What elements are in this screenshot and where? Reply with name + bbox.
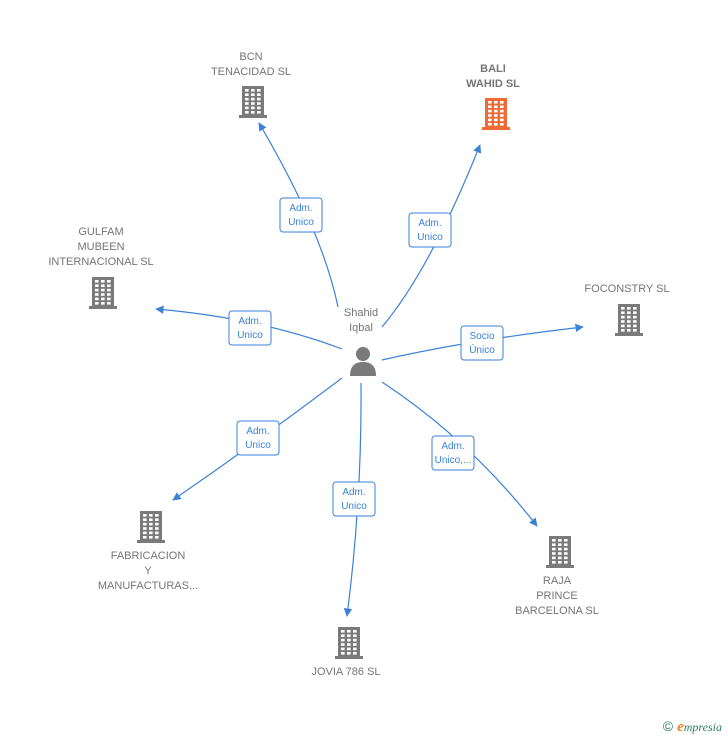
company-label-bali[interactable]: BALI WAHID SL (466, 62, 520, 92)
edge-label-box (431, 435, 475, 471)
edge-label-line: Adm. (441, 441, 464, 452)
edge-label-bali[interactable]: Adm. Unico (408, 212, 452, 248)
company-label-bcn[interactable]: BCN TENACIDAD SL (211, 50, 291, 80)
company-label-line: BARCELONA SL (515, 605, 599, 617)
edge-label-fabricacion[interactable]: Adm. Unico (236, 420, 280, 456)
company-label-line: FOCONSTRY SL (584, 283, 670, 295)
person-icon[interactable] (349, 346, 377, 381)
brand-name: mpresia (683, 720, 722, 734)
company-label-line: MANUFACTURAS... (97, 580, 199, 592)
center-person-name[interactable]: Shahid Iqbal (344, 306, 378, 336)
edge-label-line: Adm. (238, 316, 261, 327)
edge-label-raja[interactable]: Adm. Unico,... (431, 435, 475, 471)
edge-label-line: Unico (341, 501, 367, 512)
edge-label-box (408, 212, 452, 248)
edge-label-line: Unico (288, 217, 314, 228)
company-label-line: GULFAM (78, 226, 124, 238)
edge-label-line: Adm. (342, 487, 365, 498)
edge-label-box (228, 310, 272, 346)
brand-footer[interactable]: ©empresia (663, 718, 722, 736)
company-label-foconstry[interactable]: FOCONSTRY SL (584, 282, 669, 297)
building-icon[interactable] (614, 302, 644, 341)
building-icon[interactable] (481, 96, 511, 135)
company-label-fabricacion[interactable]: FABRICACION Y MANUFACTURAS... (98, 549, 198, 594)
edge-label-line: Unico (417, 232, 443, 243)
building-icon[interactable] (238, 84, 268, 123)
company-label-line: WAHID SL (466, 78, 520, 90)
edge-bali (381, 144, 482, 328)
person-name-line-1: Shahid (343, 307, 379, 319)
company-label-line: BCN (239, 51, 263, 63)
building-icon[interactable] (136, 509, 166, 548)
company-label-line: TENACIDAD SL (210, 66, 292, 78)
edge-label-line: Unico (237, 330, 263, 341)
company-label-line: Y (144, 565, 152, 577)
company-label-raja[interactable]: RAJA PRINCE BARCELONA SL (515, 574, 599, 619)
building-icon[interactable] (88, 275, 118, 314)
edge-label-box (279, 197, 323, 233)
edge-label-box (332, 481, 376, 517)
copyright-symbol: © (662, 718, 674, 734)
company-label-line: FABRICACION (110, 550, 186, 562)
brand-logo-initial: e (677, 719, 684, 735)
building-icon[interactable] (334, 625, 364, 664)
company-label-line: BALI (480, 63, 506, 75)
edge-label-line: Único (469, 343, 495, 356)
edge-label-line: Unico,... (435, 455, 472, 466)
edge-label-line: Adm. (418, 218, 441, 229)
company-label-line: PRINCE (536, 590, 578, 602)
company-label-line: MUBEEN (77, 241, 125, 253)
edge-label-line: Adm. (246, 426, 269, 437)
company-label-gulfam[interactable]: GULFAM MUBEEN INTERNACIONAL SL (48, 225, 153, 270)
edge-label-jovia[interactable]: Adm. Unico (332, 481, 376, 517)
company-label-line: RAJA (542, 575, 572, 587)
edge-label-line: Adm. (289, 203, 312, 214)
person-name-line-2: Iqbal (349, 322, 373, 334)
building-icon[interactable] (545, 534, 575, 573)
edge-label-gulfam[interactable]: Adm. Unico (228, 310, 272, 346)
edge-label-line: Socio (469, 331, 494, 342)
edge-label-box (460, 325, 504, 361)
edge-label-box (236, 420, 280, 456)
company-label-line: JOVIA 786 SL (311, 666, 381, 678)
company-label-jovia[interactable]: JOVIA 786 SL (311, 665, 380, 680)
company-label-line: INTERNACIONAL SL (48, 256, 154, 268)
edge-label-bcn[interactable]: Adm. Unico (279, 197, 323, 233)
edge-label-line: Unico (245, 440, 271, 451)
